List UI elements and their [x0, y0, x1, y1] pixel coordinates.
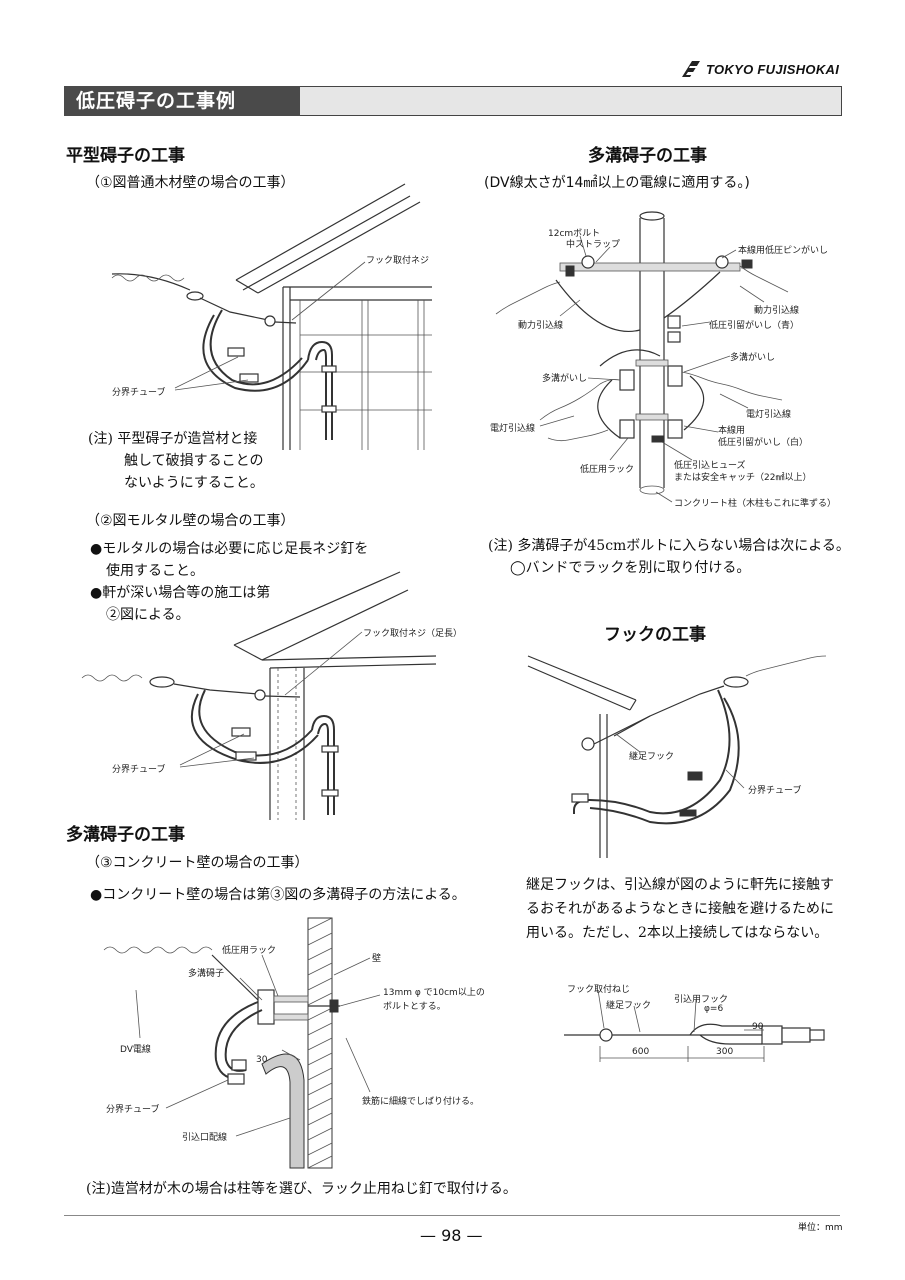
pole-strain-white-line: 低圧引留がいし（白）	[718, 438, 809, 448]
groove-insulator-heading-left: 多溝碍子の工事	[66, 825, 185, 845]
fig1-caption: （①図普通木材壁の場合の工事）	[86, 175, 295, 191]
groove-insulator-heading-right: 多溝碍子の工事	[588, 146, 707, 166]
fig2-hook-screw-label: フック取付ネジ（足長）	[363, 629, 463, 639]
fig3-tube-label: 分界チューブ	[106, 1105, 160, 1115]
hook-body: 継足フックは、引込線が図のように軒先に接触す るおそれがあるようなときに接触を避…	[526, 873, 834, 945]
fig3-note: (注)造営材が木の場合は柱等を選び、ラック止用ねじ釘で取付ける。	[86, 1181, 517, 1197]
fig2-bullet: 使用すること。	[106, 563, 204, 579]
pole-light-left-label: 電灯引込線	[490, 424, 536, 434]
hook-heading: フックの工事	[604, 625, 706, 645]
fig2-tube-label: 分界チューブ	[112, 765, 166, 775]
fig3-bullet: ●コンクリート壁の場合は第③図の多溝碍子の方法による。	[90, 887, 466, 903]
page-number: — 98 —	[420, 1226, 483, 1245]
detail-ext-hook-label: 継足フック	[606, 1001, 652, 1011]
pole-groove-right-label: 多溝がいし	[730, 353, 776, 363]
pole-fuse-line: 低圧引込ヒューズ	[674, 461, 746, 471]
note1-line: ないようにすること。	[124, 475, 264, 491]
fig3-insulator-label: 多溝碍子	[188, 969, 225, 979]
fig2-bullet: ●軒が深い場合等の施工は第	[90, 585, 271, 601]
unit-label: 単位：mm	[798, 1223, 843, 1233]
hook-body-line: るおそれがあるようなときに接触を避けるために	[526, 901, 834, 917]
brand-name: TOKYO FUJISHOKAI	[706, 61, 840, 77]
pole-rack-label: 低圧用ラック	[580, 465, 635, 475]
hook-body-line: 用いる。ただし、2本以上接続してはならない。	[526, 925, 829, 941]
pole-bolt-label: 12cmボルト	[548, 229, 601, 239]
fig3-angle-label: 30	[256, 1055, 268, 1065]
fig3-bolt-line: 13mm φ で10cm以上の	[383, 988, 485, 998]
hook-body-line: 継足フックは、引込線が図のように軒先に接触す	[526, 877, 834, 893]
fig3-bolt-line: ボルトとする。	[383, 1002, 446, 1012]
fig3-dv-label: DV電線	[120, 1045, 151, 1055]
fujishokai-logo-icon	[682, 61, 700, 77]
note1-line: (注) 平型碍子が造営材と接	[88, 431, 258, 447]
pole-strain-white-label: 本線用 低圧引留がいし（白）	[718, 425, 808, 449]
detail-dim-90: 90	[752, 1022, 764, 1032]
detail-phi-label: φ=6	[704, 1004, 724, 1014]
groove-subtitle: (DV線太さが14㎟以上の電線に適用する。)	[484, 175, 750, 191]
groove-note-line: ◯バンドでラックを別に取り付ける。	[510, 560, 751, 576]
detail-dim-300: 300	[716, 1047, 734, 1057]
fig2-bullet: ②図による。	[106, 607, 190, 623]
pole-power-main-label: 動力引込線	[754, 306, 800, 316]
pole-power-left-label: 動力引込線	[518, 321, 564, 331]
pole-concrete-label: コンクリート柱（木柱もこれに準ずる）	[674, 499, 837, 509]
detail-entry-hook-label: 引込用フック	[674, 995, 729, 1005]
flat-insulator-heading: 平型碍子の工事	[66, 146, 185, 166]
pole-pin-label: 本線用低圧ピンがいし	[738, 246, 829, 256]
pole-light-right-label: 電灯引込線	[746, 410, 792, 420]
note1-line: 触して破損することの	[124, 453, 264, 469]
fig3-bolt-label: 13mm φ で10cm以上の ボルトとする。	[383, 986, 485, 1014]
fig3-rebar-label: 鉄筋に細線でしばり付ける。	[362, 1097, 480, 1107]
hook-ext-label: 継足フック	[629, 752, 675, 762]
pole-strain-white-line: 本線用	[718, 426, 746, 436]
pole-strain-blue-label: 低圧引留がいし（青）	[709, 321, 800, 331]
fig2-bullet: ●モルタルの場合は必要に応じ足長ネジ釘を	[90, 541, 369, 557]
fig3-wall-label: 壁	[372, 954, 382, 964]
fig2-caption: （②図モルタル壁の場合の工事）	[86, 513, 295, 529]
fig3-caption: （③コンクリート壁の場合の工事）	[86, 855, 309, 871]
fig3-entry-label: 引込口配線	[182, 1133, 228, 1143]
fig1-tube-label: 分界チューブ	[112, 388, 166, 398]
brand: TOKYO FUJISHOKAI	[680, 60, 839, 78]
groove-note: (注) 多溝碍子が45cmボルトに入らない場合は次による。 ◯バンドでラックを別…	[488, 535, 850, 579]
fig3-rack-label: 低圧用ラック	[222, 946, 277, 956]
pole-fuse-label: 低圧引込ヒューズ または安全キャッチ（22㎟以上）	[674, 460, 811, 484]
detail-dim-600: 600	[632, 1047, 650, 1057]
note1: (注) 平型碍子が造営材と接 触して破損することの ないようにすること。	[88, 428, 264, 494]
footer-rule	[64, 1215, 840, 1216]
groove-note-line: (注) 多溝碍子が45cmボルトに入らない場合は次による。	[488, 538, 850, 554]
pole-groove-left-label: 多溝がいし	[542, 374, 588, 384]
pole-strap-label: 中ストラップ	[566, 240, 621, 250]
fig2-bullets: ●モルタルの場合は必要に応じ足長ネジ釘を 使用すること。 ●軒が深い場合等の施工…	[90, 538, 368, 626]
detail-hook-screw-label: フック取付ねじ	[567, 985, 631, 995]
pole-fuse-line: または安全キャッチ（22㎟以上）	[674, 473, 812, 483]
fig1-hook-screw-label: フック取付ネジ	[366, 256, 430, 266]
hook-tube-label: 分界チューブ	[748, 786, 802, 796]
page-title: 低圧碍子の工事例	[64, 86, 300, 116]
